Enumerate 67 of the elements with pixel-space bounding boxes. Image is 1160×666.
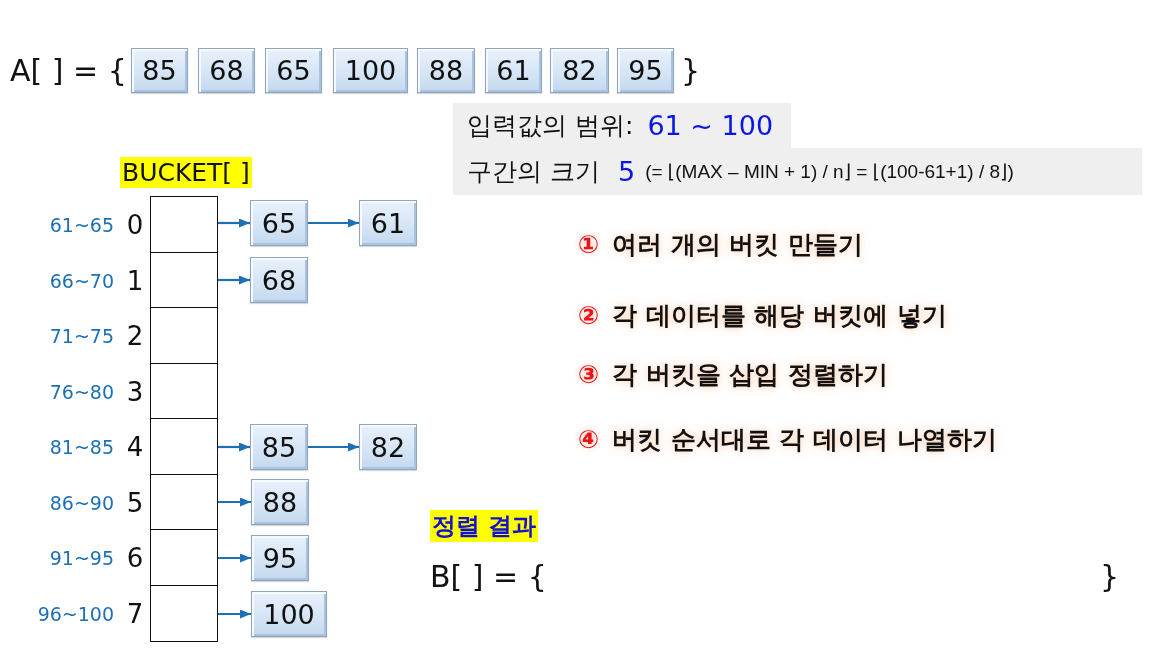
step-number: ④ [578,424,600,456]
arrow [218,609,251,619]
result-title: 정렬 결과 [430,510,539,542]
bucket-slot [150,585,218,642]
range-label: 71~75 [48,323,114,349]
bucket-slot [150,196,218,253]
code-text: A[ ] = { [10,53,127,89]
bucket-slot [150,418,218,475]
range-label: 66~70 [48,268,114,294]
index-number: 1 [125,264,145,297]
value-box: 85 [131,48,188,93]
bucket-slot [150,363,218,420]
value-box: 100 [251,591,327,637]
value-box: 88 [251,479,309,525]
step-text: 여러 개의 버킷 만들기 [612,229,864,261]
value-box: 65 [265,48,322,93]
range-label: 86~90 [48,490,114,516]
range-label: 61~65 [48,212,114,238]
value-box: 100 [333,48,408,93]
step-text: 버킷 순서대로 각 데이터 나열하기 [612,424,997,456]
code-text: } [1100,559,1120,595]
range-label: 96~100 [36,601,114,627]
index-number: 7 [125,597,145,630]
arrow [308,442,359,452]
index-number: 0 [125,208,145,241]
value-box: 88 [417,48,475,93]
formula-text: (= ⌊(MAX – MIN + 1) / n⌋ = ⌊(100-61+1) / 8⌋) [645,159,1014,184]
range-label: 76~80 [48,379,114,405]
value-box: 82 [550,48,609,93]
bucket-slot [150,252,218,309]
value-box: 82 [359,424,417,470]
arrow [218,275,250,285]
info-value: 61 ~ 100 [647,108,774,143]
index-number: 5 [125,486,145,519]
value-box: 95 [617,48,674,93]
info-text: 입력값의 범위: [467,109,634,142]
range-label: 81~85 [48,434,114,460]
value-box: 65 [250,200,308,246]
index-number: 4 [125,430,145,463]
arrow [218,218,250,228]
step-number: ① [578,229,600,261]
step-number: ③ [578,359,600,391]
value-box: 61 [485,48,542,93]
bucket-slot [150,529,218,586]
array-title: BUCKET[ ] [120,157,252,188]
arrow [218,442,250,452]
value-box: 68 [250,257,308,303]
code-text: B[ ] = { [430,559,547,595]
index-number: 3 [125,375,145,408]
step-text: 각 데이터를 해당 버킷에 넣기 [612,300,947,332]
index-number: 2 [125,319,145,352]
bucket-slot [150,307,218,364]
arrow [218,553,251,563]
arrow [218,497,251,507]
value-box: 95 [251,535,309,581]
value-box: 85 [250,424,308,470]
info-value: 5 [617,154,636,189]
bucket-slot [150,474,218,531]
info-text: 구간의 크기 [467,155,600,188]
code-text: } [681,53,701,89]
index-number: 6 [125,541,145,574]
step-number: ② [578,300,600,332]
arrow [308,218,359,228]
value-box: 61 [359,200,417,246]
value-box: 68 [198,48,255,93]
range-label: 91~95 [48,545,114,571]
step-text: 각 버킷을 삽입 정렬하기 [612,359,889,391]
